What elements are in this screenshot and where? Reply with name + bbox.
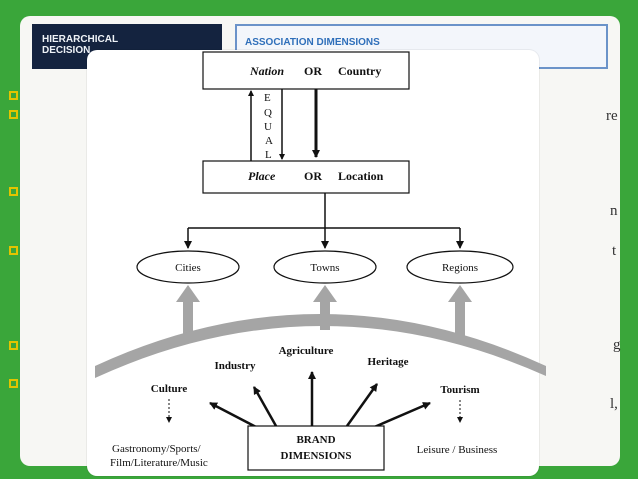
cities-label: Cities bbox=[175, 262, 201, 274]
edge-fragment: g bbox=[613, 337, 621, 353]
nation-label: Nation bbox=[249, 64, 284, 78]
bullet-icon bbox=[9, 91, 18, 100]
svg-text:Q: Q bbox=[264, 107, 272, 119]
brand-arrows bbox=[209, 371, 431, 430]
place-label: Place bbox=[248, 169, 276, 183]
edge-fragment: t bbox=[612, 243, 617, 259]
svg-text:A: A bbox=[265, 135, 273, 147]
nation-country-box bbox=[202, 51, 410, 90]
culture-label: Culture bbox=[151, 383, 188, 395]
towns-label: Towns bbox=[310, 262, 339, 274]
culture-detail-line1: Gastronomy/Sports/ bbox=[112, 443, 202, 455]
bullet-icon bbox=[9, 110, 18, 119]
or-label: OR bbox=[304, 169, 322, 183]
culture-detail-line2: Film/Literature/Music bbox=[110, 457, 208, 469]
svg-text:L: L bbox=[265, 149, 272, 161]
bullet-icon bbox=[9, 187, 18, 196]
header-right-text: ASSOCIATION DIMENSIONS bbox=[245, 37, 380, 48]
bullet-icon bbox=[9, 341, 18, 350]
edge-fragment: re bbox=[606, 108, 618, 124]
bullet-icon bbox=[9, 379, 18, 388]
brand-label: BRAND bbox=[296, 434, 335, 446]
regions-node bbox=[406, 250, 514, 284]
svg-text:U: U bbox=[264, 121, 272, 133]
dimensions-label: DIMENSIONS bbox=[281, 450, 352, 462]
agriculture-label: Agriculture bbox=[279, 345, 334, 357]
tourism-label: Tourism bbox=[440, 384, 479, 396]
country-label: Country bbox=[338, 64, 381, 78]
brand-dimensions-box bbox=[247, 425, 385, 471]
tourism-detail: Leisure / Business bbox=[417, 444, 498, 456]
umbrella-arc bbox=[95, 314, 546, 378]
cities-node bbox=[136, 250, 240, 284]
place-location-box bbox=[202, 160, 410, 194]
heritage-label: Heritage bbox=[368, 356, 409, 368]
edge-fragment: n bbox=[610, 203, 618, 219]
edge-fragment: l, bbox=[610, 396, 618, 412]
location-label: Location bbox=[338, 169, 384, 183]
towns-node bbox=[273, 250, 377, 284]
header-left-text: HIERARCHICAL DECISION bbox=[42, 34, 119, 56]
equal-label: E Q U A L bbox=[264, 92, 273, 161]
regions-label: Regions bbox=[442, 262, 478, 274]
or-label: OR bbox=[304, 64, 322, 78]
bullet-icon bbox=[9, 246, 18, 255]
industry-label: Industry bbox=[215, 360, 256, 372]
svg-text:E: E bbox=[264, 92, 271, 104]
